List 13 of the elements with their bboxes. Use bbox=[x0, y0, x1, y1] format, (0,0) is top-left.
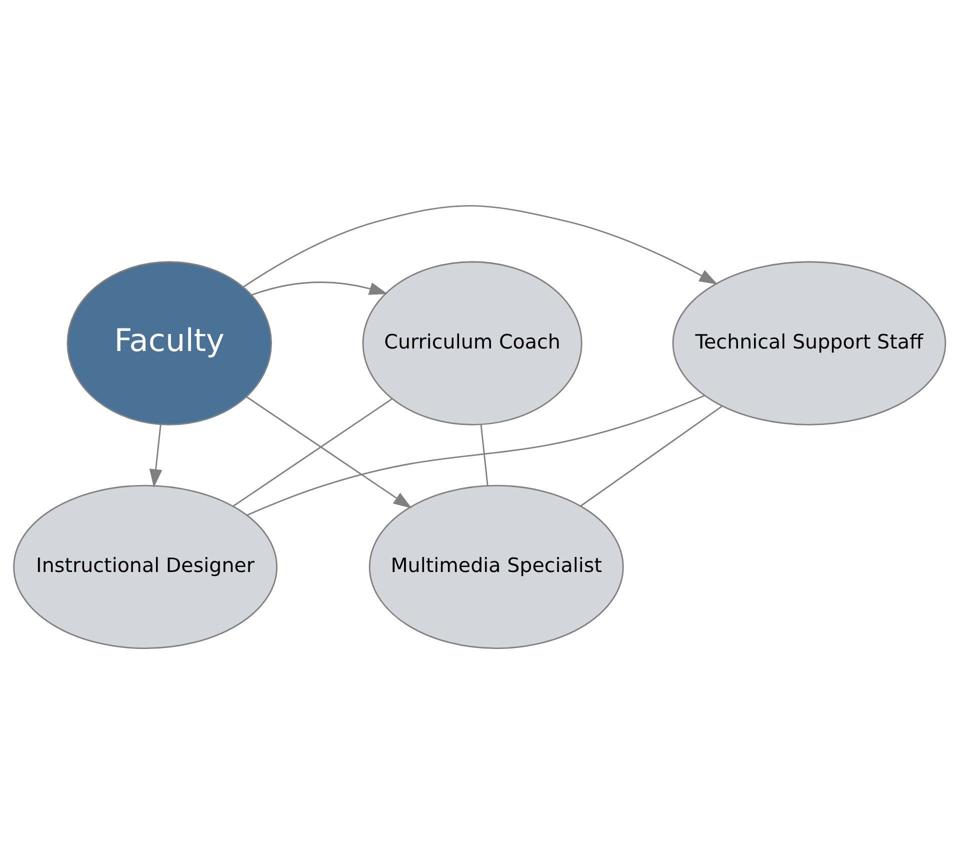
arrow bbox=[149, 424, 162, 488]
node-ellipse: Multimedia Specialist bbox=[368, 484, 624, 650]
arrow bbox=[242, 205, 718, 288]
arrow bbox=[246, 396, 412, 508]
node-ellipse: Curriculum Coach bbox=[362, 261, 582, 426]
node-ellipse: Instructional Designer bbox=[13, 484, 278, 650]
connector bbox=[232, 398, 393, 507]
connector bbox=[246, 394, 705, 516]
connector bbox=[580, 406, 722, 506]
connector bbox=[480, 424, 488, 486]
node-ellipse: Faculty bbox=[66, 261, 272, 426]
arrow bbox=[251, 282, 388, 296]
node-ellipse: Technical Support Staff bbox=[672, 261, 946, 426]
